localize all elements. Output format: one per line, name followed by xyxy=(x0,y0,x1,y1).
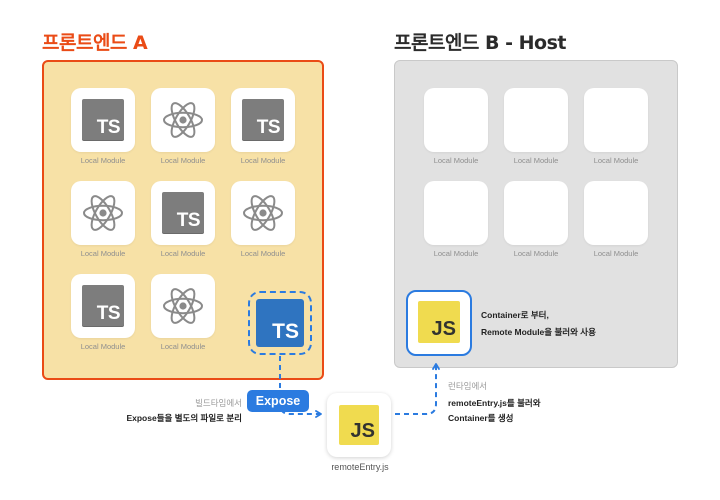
runtime-create-caption: Container를 생성 xyxy=(448,413,514,423)
ts-icon: TS xyxy=(162,192,204,234)
runtime-load-caption: remoteEntry.js를 불러와 xyxy=(448,398,541,408)
frontend-a-module-label: Local Module xyxy=(80,342,126,351)
frontend-b-module-tile xyxy=(504,88,568,152)
expose-split-caption: Expose들을 별도의 파일로 분리 xyxy=(126,413,242,423)
frontend-b-module-label: Local Module xyxy=(593,249,639,258)
remote-entry-label: remoteEntry.js xyxy=(331,462,389,472)
frontend-a-module-label: Local Module xyxy=(160,249,206,258)
exposed-ts-icon-text: TS xyxy=(272,320,299,343)
ts-icon-text: TS xyxy=(96,303,121,324)
exposed-ts-icon: TS xyxy=(256,299,304,347)
runtime-caption: 런타임에서 xyxy=(448,381,488,391)
frontend-a-module-label: Local Module xyxy=(80,156,126,165)
frontend-a-module-label: Local Module xyxy=(160,156,206,165)
frontend-b-module-label: Local Module xyxy=(593,156,639,165)
frontend-a-module-tile xyxy=(231,181,295,245)
frontend-b-module-tile xyxy=(504,181,568,245)
frontend-a-module-tile xyxy=(71,181,135,245)
frontend-a-title: 프론트엔드 A xyxy=(42,32,148,54)
frontend-a-module-tile: TS xyxy=(231,88,295,152)
frontend-a-module-label: Local Module xyxy=(240,249,286,258)
frontend-a-module-tile xyxy=(151,88,215,152)
frontend-a-module-tile: TS xyxy=(71,274,135,338)
frontend-b-module-tile xyxy=(424,88,488,152)
ts-icon-text: TS xyxy=(96,117,121,138)
frontend-a-module-tile: TS xyxy=(151,181,215,245)
frontend-b-module-label: Local Module xyxy=(513,249,559,258)
container-caption-line1: Container로 부터, xyxy=(481,310,549,320)
build-time-caption: 빌드타임에서 xyxy=(195,398,242,408)
ts-icon: TS xyxy=(242,99,284,141)
frontend-b-module-tile xyxy=(584,88,648,152)
remote-entry-js-icon-text: JS xyxy=(350,420,375,442)
remote-entry-to-container-arrow xyxy=(395,363,440,415)
frontend-b-title: 프론트엔드 B - Host xyxy=(394,32,566,54)
ts-icon: TS xyxy=(82,99,124,141)
ts-icon-text: TS xyxy=(176,210,201,231)
frontend-a-module-tile xyxy=(151,274,215,338)
exposed-module-frame xyxy=(248,291,312,355)
frontend-b-module-label: Local Module xyxy=(433,249,479,258)
frontend-a-module-label: Local Module xyxy=(240,156,286,165)
frontend-a-module-label: Local Module xyxy=(80,249,126,258)
frontend-b-module-tile xyxy=(584,181,648,245)
frontend-b-module-label: Local Module xyxy=(513,156,559,165)
container-js-icon-text: JS xyxy=(431,318,456,340)
frontend-a-module-label: Local Module xyxy=(160,342,206,351)
react-icon xyxy=(81,193,125,233)
container-js-icon: JS xyxy=(418,301,460,343)
expose-badge: Expose xyxy=(247,390,309,412)
ts-icon: TS xyxy=(82,285,124,327)
frontend-b-module-tile xyxy=(424,181,488,245)
frontend-a-module-tile: TS xyxy=(71,88,135,152)
frontend-b-module-label: Local Module xyxy=(433,156,479,165)
remote-entry-js-icon: JS xyxy=(339,405,379,445)
react-icon xyxy=(161,100,205,140)
container-caption-line2: Remote Module을 불러와 사용 xyxy=(481,327,596,337)
react-icon xyxy=(241,193,285,233)
react-icon xyxy=(161,286,205,326)
ts-icon-text: TS xyxy=(256,117,281,138)
